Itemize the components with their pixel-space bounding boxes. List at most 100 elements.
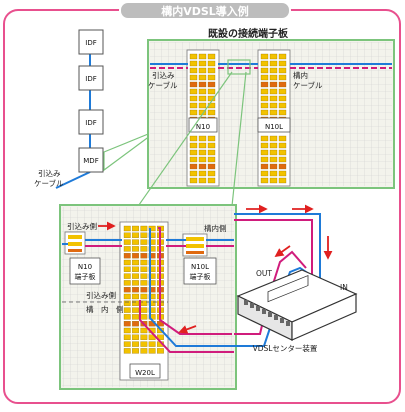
terminal-cell [198,88,207,95]
terminal-cell [140,307,148,313]
terminal-cell [269,74,278,81]
terminal-cell [198,60,207,67]
zoom-focus-box [227,59,251,75]
w20l-label: W20L [135,369,155,377]
terminal-cell [269,67,278,74]
terminal-cell [278,95,287,102]
terminal-cell [198,163,207,170]
terminal-cell [157,348,164,354]
terminal-cell [189,102,198,109]
terminal-cell [260,177,269,184]
terminal-cell [140,293,148,300]
existing-n10l-label: N10L [265,123,283,131]
terminal-cell [189,156,198,163]
terminal-cell [123,259,131,266]
vdsl-out-label: OUT [256,269,272,278]
terminal-cell [207,81,216,88]
terminal-cell [189,109,198,116]
terminal-cell [140,232,148,238]
terminal-cell [198,102,207,109]
terminal-cell [198,53,207,60]
terminal-cell [189,88,198,95]
terminal-cell [123,307,131,313]
terminal-cell [198,156,207,163]
terminal-cell [140,287,148,293]
idf-box-2 [78,65,104,91]
divider-premises-label: 構 内 側 [86,304,124,314]
terminal-cell [198,177,207,184]
terminal-cell [269,81,278,88]
idf-label-3: IDF [85,119,96,127]
terminal-cell [140,334,148,340]
terminal-cell [123,321,131,327]
terminal-cell [148,225,156,232]
terminal-cell [140,300,148,306]
terminal-cell [132,225,139,232]
terminal-cell [198,142,207,149]
terminal-cell [198,95,207,102]
terminal-cell [132,266,139,272]
terminal-cell [278,177,287,184]
terminal-cell [269,149,278,156]
existing-left-cable-label-2: ケーブル [148,80,178,90]
title-pill: 構内VDSL導入例 [119,1,291,20]
terminal-cell [132,259,139,266]
terminal-cell [269,163,278,170]
terminal-cell [148,259,156,266]
mdf-callout [103,129,159,172]
terminal-cell [189,53,198,60]
existing-n10-block: N10 [186,49,220,187]
terminal-cell [132,280,139,286]
terminal-cell [278,88,287,95]
terminal-cell [148,287,156,293]
terminal-cell [123,239,131,245]
terminal-cell [269,88,278,95]
terminal-cell [123,341,131,347]
terminal-cell [132,334,139,340]
terminal-cell [189,149,198,156]
idf-box-1 [78,29,104,55]
terminal-cell [260,74,269,81]
terminal-cell [198,67,207,74]
terminal-cell [278,67,287,74]
terminal-cell [123,253,131,259]
diagram-title: 構内VDSL導入例 [161,4,249,18]
terminal-cell [189,95,198,102]
vdsl-port [250,303,254,308]
vdsl-device-name: VDSLセンター装置 [253,343,318,353]
vdsl-port [244,300,248,305]
terminal-cell [189,177,198,184]
terminal-cell [269,170,278,177]
terminal-cell [140,280,148,286]
terminal-cell [123,287,131,293]
terminal-cell [207,67,216,74]
terminal-cell [123,314,131,320]
mdf-label: MDF [83,157,98,165]
existing-right-cable-label-1: 構内 [293,70,308,80]
terminal-cell [140,273,148,279]
terminal-cell [123,348,131,354]
terminal-cell [140,253,148,259]
terminal-cell [189,163,198,170]
incoming-cable-label-line2: ケーブル [34,178,64,188]
terminal-cell [148,273,156,279]
terminal-cell [207,163,216,170]
terminal-cell [207,149,216,156]
terminal-cell [189,60,198,67]
terminal-cell [260,170,269,177]
terminal-cell [140,239,148,245]
terminal-cell [207,53,216,60]
terminal-cell [278,81,287,88]
vdsl-in-label: IN [340,283,348,292]
terminal-cell [140,327,148,334]
terminal-cell [207,74,216,81]
existing-panel-title: 既設の接続端子板 [208,27,289,40]
vdsl-port [256,306,260,311]
terminal-cell [132,246,139,252]
terminal-cell [207,177,216,184]
terminal-cell [148,307,156,313]
existing-n10l-block: N10L [257,49,291,187]
terminal-cell [269,135,278,142]
